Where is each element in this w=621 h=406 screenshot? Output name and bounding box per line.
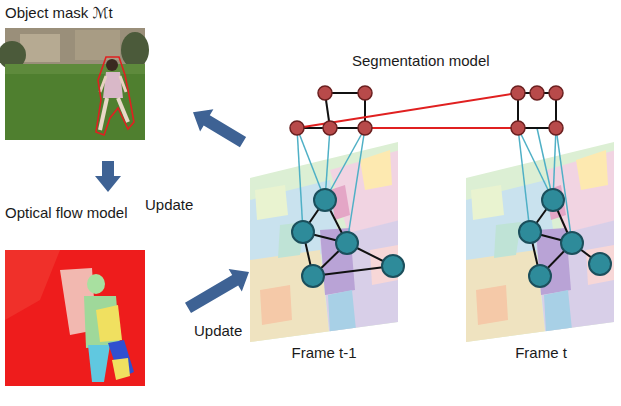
- mask-outline: [96, 57, 134, 135]
- model-region: Segmentation modelFrame t-1 Frame t: [243, 48, 618, 378]
- model-node: [549, 86, 563, 100]
- frame-plane-art: [250, 140, 400, 345]
- flow-blob: [112, 358, 130, 380]
- graph-edge: [313, 266, 393, 276]
- image-panel: Optical flow model: [5, 204, 145, 388]
- graph-node: [382, 255, 404, 277]
- model-node: [530, 86, 544, 100]
- model-node: [290, 121, 304, 135]
- association-lines: [297, 128, 572, 243]
- graph-node: [529, 265, 551, 287]
- graph-node: [519, 221, 541, 243]
- node-label: Optical flow model: [5, 204, 128, 222]
- model-node: [358, 121, 372, 135]
- graph-node: [561, 232, 583, 254]
- flow-blob: [88, 345, 110, 382]
- graph-node: [302, 265, 324, 287]
- model-node: [511, 86, 525, 100]
- block-arrow: [95, 161, 121, 192]
- link: [518, 128, 553, 200]
- tree: [121, 32, 149, 68]
- model-nodes: [290, 86, 563, 135]
- flow-field: [5, 250, 145, 386]
- model-node: [323, 121, 337, 135]
- image-panel: Object mask ℳt: [5, 4, 145, 141]
- graph-node: [542, 189, 564, 211]
- flow-region: [5, 250, 60, 320]
- model-node: [318, 86, 332, 100]
- node-label: Frame t: [515, 344, 567, 362]
- graph-node: [314, 189, 336, 211]
- block-arrow: [185, 269, 249, 313]
- house: [75, 30, 120, 60]
- house: [20, 34, 60, 62]
- block-arrow: [193, 109, 246, 147]
- graph-node: [292, 221, 314, 243]
- node-label: Segmentation model: [352, 52, 490, 70]
- model-node: [358, 86, 372, 100]
- frame-plane: Frame t: [464, 138, 618, 368]
- mask-photo: [0, 28, 149, 140]
- node-label: Object mask ℳt: [5, 4, 113, 22]
- flow-image: [5, 250, 145, 386]
- edge-label: Update: [192, 322, 244, 340]
- girl-arm: [100, 76, 106, 92]
- graph-node: [589, 253, 611, 275]
- frame-plane-art: [466, 140, 616, 345]
- link: [518, 128, 530, 232]
- link: [297, 128, 303, 232]
- temporal-link: [365, 127, 518, 129]
- link: [347, 128, 365, 243]
- graph-node: [336, 232, 358, 254]
- superpixel-nodes: [292, 189, 611, 287]
- model-node: [511, 121, 525, 135]
- girl-body: [103, 72, 123, 98]
- node-label: Frame t-1: [291, 344, 356, 362]
- edge-label: Update: [143, 196, 195, 214]
- girl-head: [106, 59, 118, 71]
- flow-blob: [96, 305, 122, 342]
- frame-plane: Frame t-1: [245, 138, 403, 368]
- flow-blob: [87, 274, 105, 294]
- model-node: [549, 121, 563, 135]
